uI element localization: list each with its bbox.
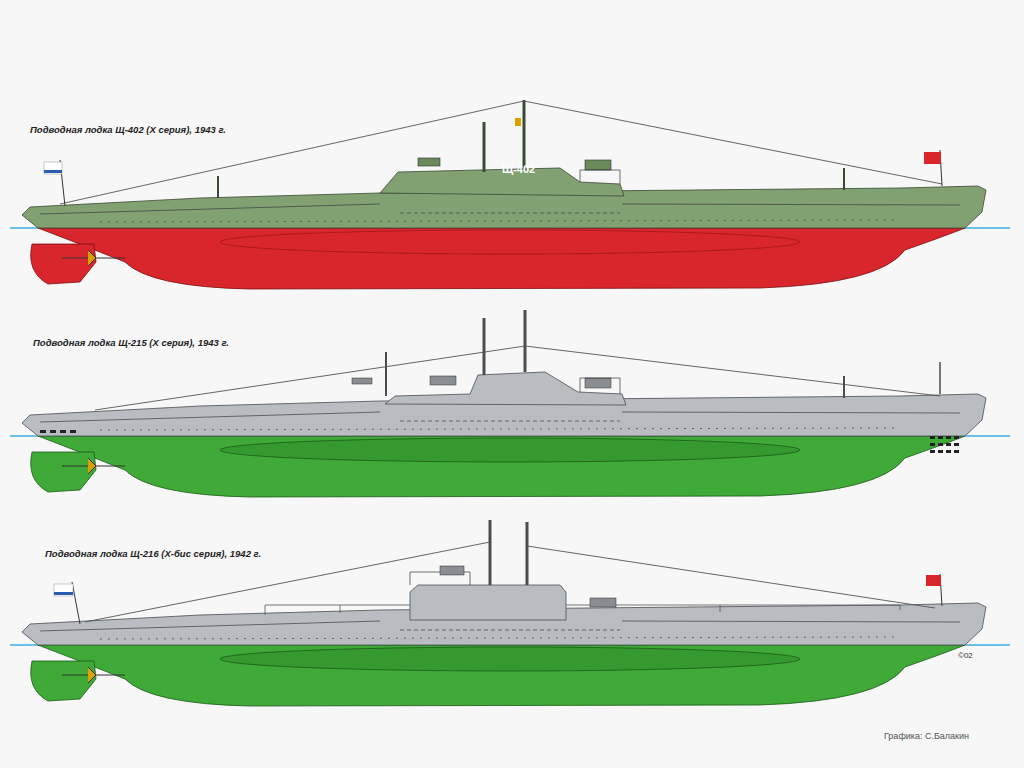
caption: Подводная лодка Щ-402 (X серия), 1943 г. — [30, 124, 226, 135]
submarine-shch216 — [10, 520, 1010, 706]
caption: Подводная лодка Щ-215 (X серия), 1943 г. — [33, 337, 229, 348]
copyright-mark: ©02 — [958, 651, 973, 660]
credit-note: Графика: С.Балакин — [884, 731, 969, 741]
caption: Подводная лодка Щ-216 (X-бис серия), 194… — [45, 548, 261, 559]
hull-number: Щ-402 — [502, 163, 535, 175]
submarine-shch402 — [10, 100, 1010, 289]
submarine-shch215 — [10, 310, 1010, 497]
